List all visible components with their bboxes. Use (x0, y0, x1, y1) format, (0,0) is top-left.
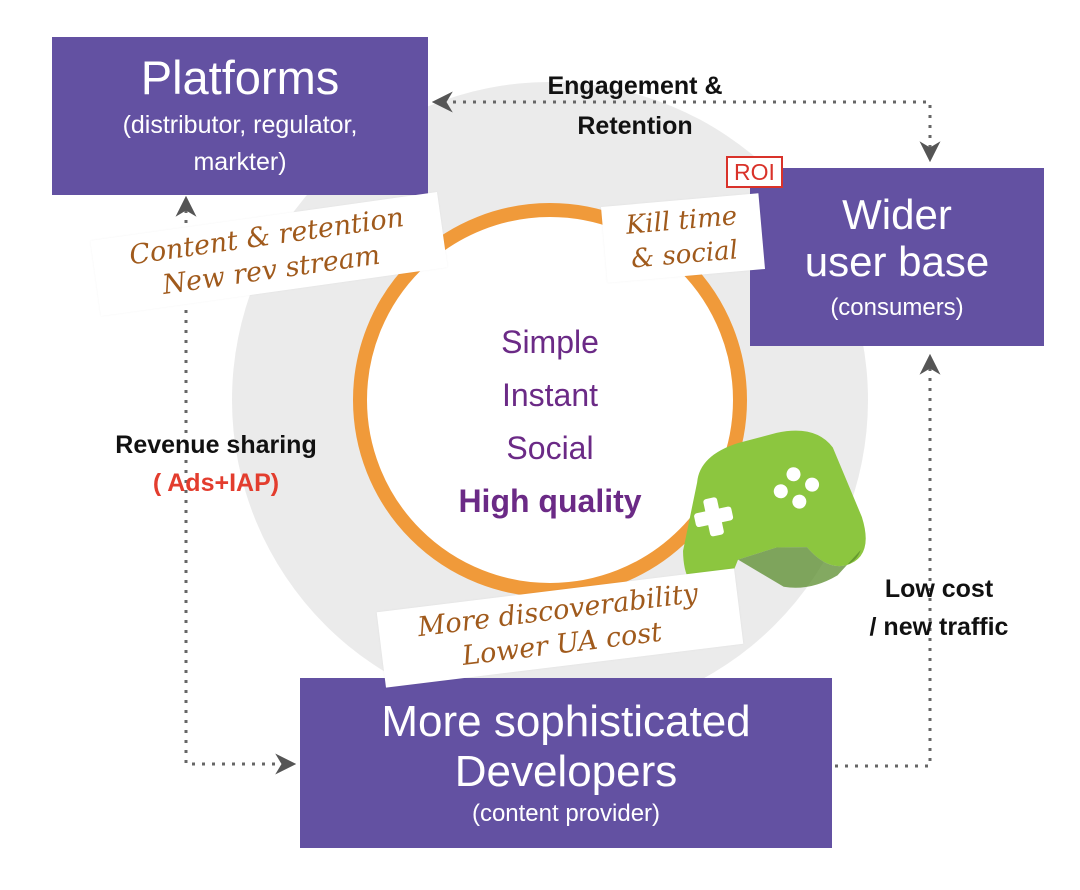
platforms-subtitle-line1: (distributor, regulator, (122, 111, 358, 140)
wider-user-base-box: Wider user base (consumers) (750, 168, 1044, 346)
revenue-line2: ( Ads+IAP) (152, 469, 280, 497)
gamepad-icon (683, 430, 866, 591)
low-cost-line2: / new traffic (869, 613, 1009, 641)
platforms-box: Platforms (distributor, regulator, markt… (52, 37, 428, 195)
developers-subtitle: (content provider) (471, 799, 661, 827)
developers-title-line2: Developers (454, 747, 678, 796)
engagement-line1: Engagement & (547, 72, 723, 100)
engagement-line2: Retention (577, 112, 693, 140)
center-word-high-quality: High quality (458, 483, 642, 519)
developers-title-line1: More sophisticated (381, 697, 751, 747)
note-kill-time: Kill time & social (600, 193, 766, 283)
platforms-subtitle-line2: markter) (193, 148, 287, 177)
roi-tag: ROI (726, 156, 783, 188)
revenue-label: Revenue sharing ( Ads+IAP) (86, 426, 346, 502)
wider-title-line1: Wider (842, 190, 952, 238)
wider-subtitle: (consumers) (830, 294, 964, 322)
low-cost-label: Low cost / new traffic (834, 570, 1044, 646)
low-cost-line1: Low cost (884, 575, 994, 603)
wider-title-line2: user base (804, 238, 990, 285)
engagement-label: Engagement & Retention (520, 66, 750, 146)
center-word-simple: Simple (501, 324, 599, 360)
center-word-instant: Instant (501, 377, 599, 413)
revenue-line1: Revenue sharing (115, 431, 317, 459)
center-attributes: Simple Instant Social High quality (400, 316, 700, 528)
developers-box: More sophisticated Developers (content p… (300, 678, 832, 848)
center-word-social: Social (506, 430, 594, 466)
platforms-title: Platforms (140, 51, 340, 105)
